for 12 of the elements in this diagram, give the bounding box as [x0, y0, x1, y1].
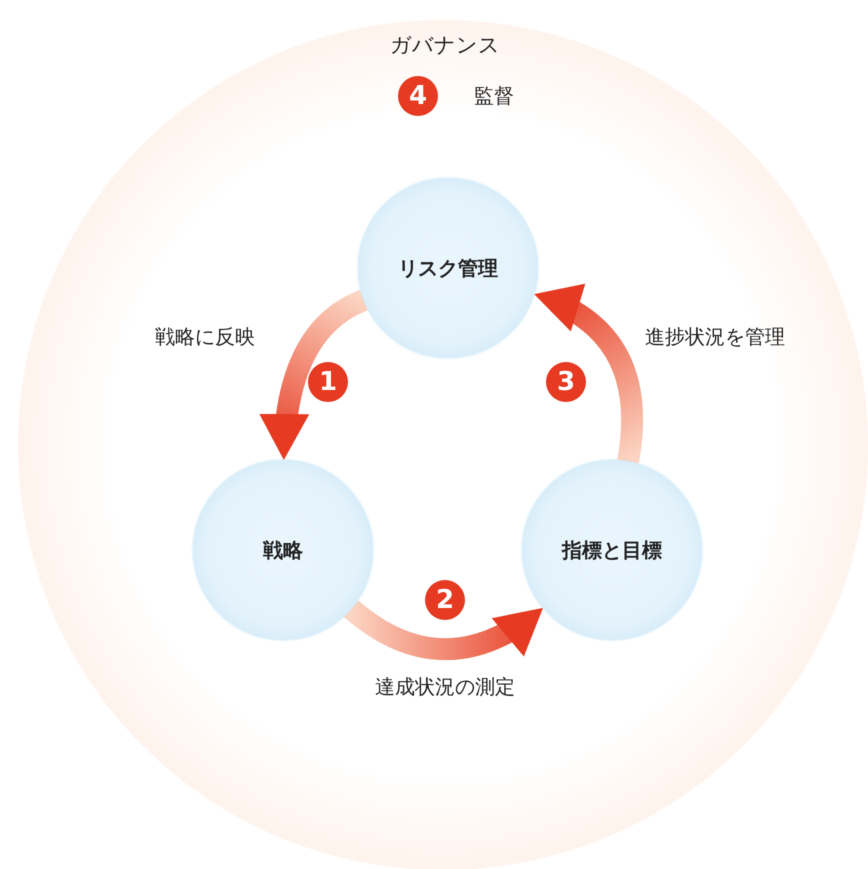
- number-badge: 1: [308, 362, 348, 402]
- edge-label: 進捗状況を管理: [645, 324, 785, 350]
- node-label: リスク管理: [398, 254, 498, 282]
- number-badge: 4: [398, 76, 438, 116]
- title-text: ガバナンス: [390, 32, 500, 59]
- number-badge: 2: [425, 580, 465, 620]
- edge-label: 戦略に反映: [155, 324, 255, 350]
- node-label: 指標と目標: [562, 536, 662, 564]
- number-badge: 3: [546, 362, 586, 402]
- edge-label: 達成状況の測定: [375, 674, 515, 700]
- node-label: 戦略: [263, 536, 303, 564]
- item-text: 監督: [474, 82, 514, 110]
